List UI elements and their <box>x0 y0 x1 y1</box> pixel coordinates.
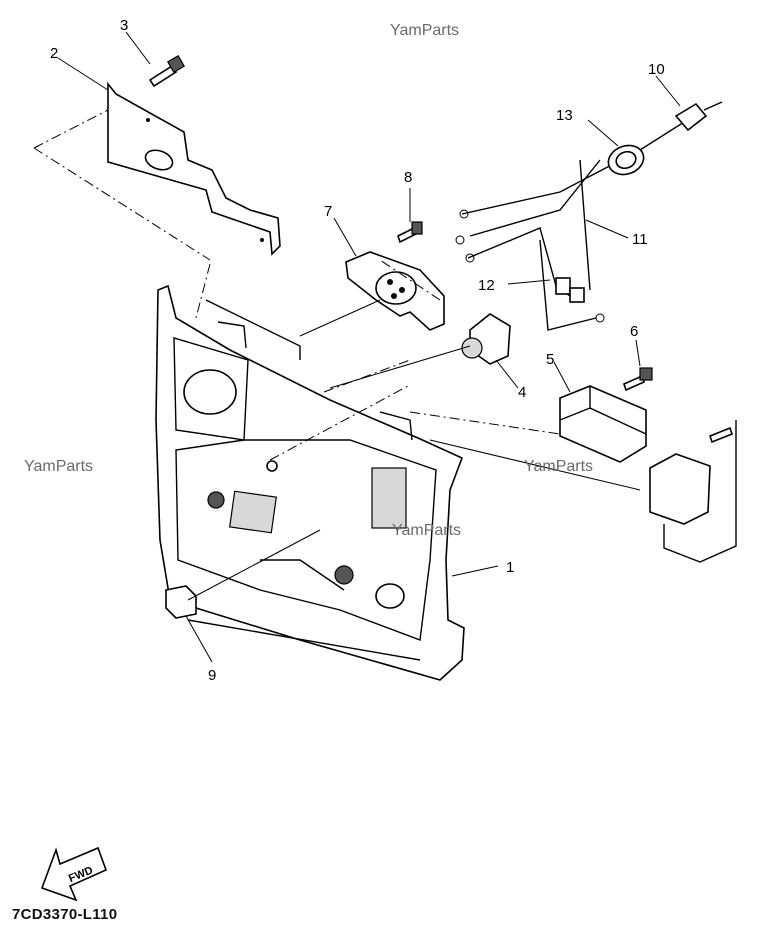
wire-harness-part-11 <box>455 111 701 331</box>
callout-2: 2 <box>50 45 58 62</box>
watermark-left: YamParts <box>24 458 94 475</box>
screw-part-6 <box>623 367 653 392</box>
callout-12: 12 <box>478 277 495 294</box>
callout-5: 5 <box>546 351 554 368</box>
connector-part-10 <box>674 101 723 132</box>
front-panel-part-1 <box>155 284 465 681</box>
screw-part-8 <box>397 221 423 244</box>
watermark-center: YamParts <box>392 522 462 539</box>
callout-13: 13 <box>556 107 573 124</box>
callout-1: 1 <box>506 559 514 576</box>
plate-part-2 <box>107 81 281 256</box>
callout-6: 6 <box>630 323 638 340</box>
callout-numbers: 1 2 3 4 5 6 7 8 9 10 11 12 13 <box>50 17 665 684</box>
switch-part-4 <box>461 313 511 365</box>
mount-bracket <box>649 420 737 563</box>
box-part-5 <box>559 385 647 463</box>
callout-10: 10 <box>648 61 665 78</box>
watermark-right: YamParts <box>524 458 594 475</box>
callout-7: 7 <box>324 203 332 220</box>
callout-8: 8 <box>404 169 412 186</box>
fwd-arrow-icon: FWD <box>40 846 108 902</box>
screw-part-3 <box>148 54 186 88</box>
terminal-part-12 <box>555 277 585 303</box>
cover-part-9 <box>165 585 197 619</box>
callout-4: 4 <box>518 384 526 401</box>
diagram-code: 7CD3370-L110 <box>12 906 118 923</box>
grommet-part-13 <box>607 144 645 176</box>
callout-3: 3 <box>120 17 128 34</box>
outlet-part-7 <box>345 251 445 331</box>
watermark-top: YamParts <box>390 22 460 39</box>
callout-9: 9 <box>208 667 216 684</box>
leader-lines <box>57 31 681 663</box>
callout-11: 11 <box>632 231 648 248</box>
